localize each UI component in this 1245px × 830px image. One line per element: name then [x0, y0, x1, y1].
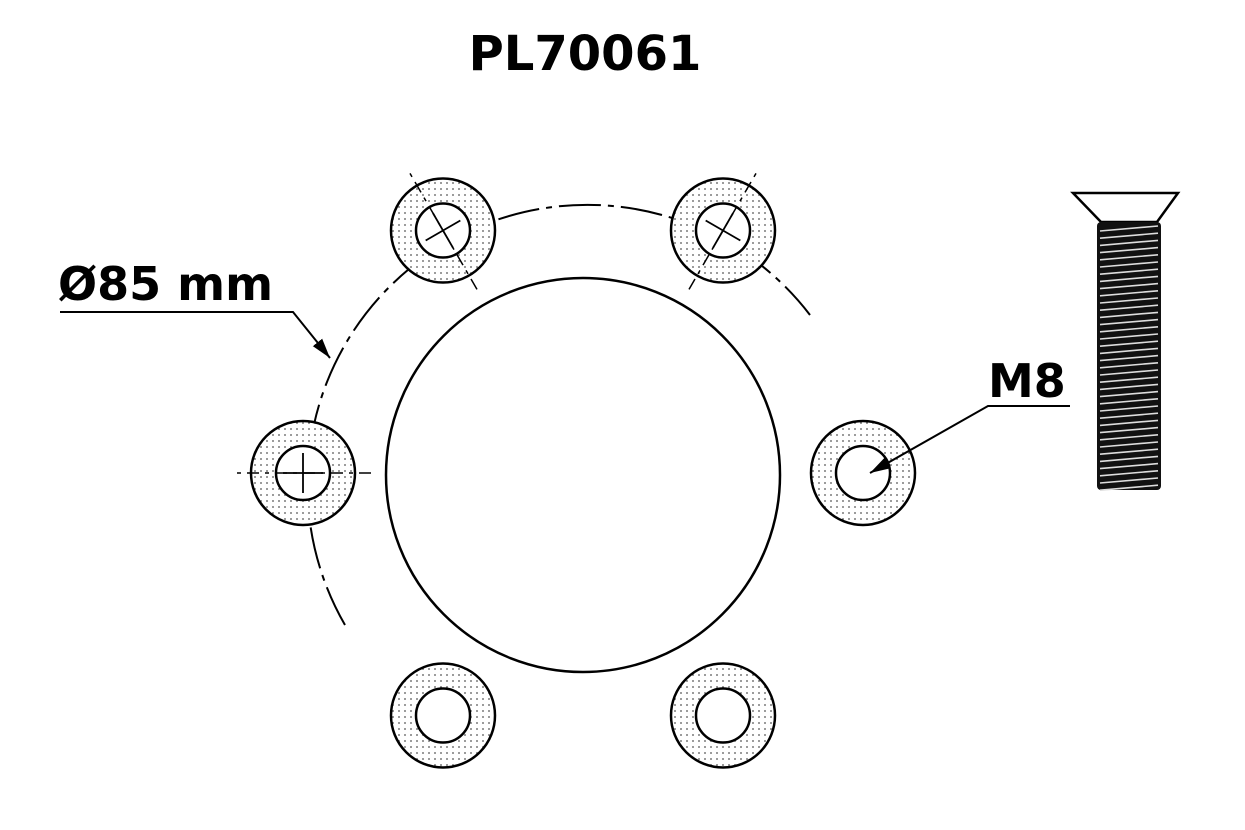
thread-line	[1099, 232, 1159, 239]
thread-line	[1099, 398, 1159, 405]
thread-line	[1099, 282, 1159, 290]
thread-line	[1099, 383, 1159, 391]
washer	[389, 171, 497, 290]
screw-size-label: M8	[988, 354, 1066, 408]
dimension-leader	[60, 311, 331, 359]
thread-line	[1099, 261, 1159, 268]
screw-threads	[1099, 225, 1159, 491]
washer	[235, 419, 371, 527]
washer-hole	[414, 687, 472, 744]
thread-line	[1099, 326, 1159, 333]
screw-shank	[1097, 222, 1161, 490]
thread-line	[1099, 311, 1159, 319]
thread-line	[1099, 318, 1159, 326]
washer-hole	[834, 444, 892, 502]
thread-line	[1099, 362, 1159, 369]
thread-line	[1099, 376, 1159, 383]
thread-line	[1099, 470, 1159, 477]
center-cross	[425, 219, 461, 242]
thread-line	[1099, 390, 1159, 398]
thread-line	[1099, 462, 1159, 470]
washer	[809, 419, 917, 527]
thread-line	[1099, 347, 1159, 355]
screw-size-callout: M8	[869, 354, 1070, 474]
thread-line	[1099, 369, 1159, 376]
thread-line	[1099, 354, 1159, 362]
screw-head	[1070, 191, 1181, 224]
thread-line	[1099, 239, 1159, 247]
thread-line	[1099, 455, 1159, 463]
washer	[389, 662, 497, 769]
drawing-title: PL70061	[469, 26, 702, 82]
thread-line	[1099, 448, 1159, 455]
thread-line	[1099, 225, 1159, 232]
washer-hole	[694, 687, 752, 744]
washer	[669, 171, 777, 290]
thread-line	[1099, 426, 1159, 434]
thread-line	[1099, 333, 1159, 340]
thread-line	[1099, 419, 1159, 427]
center-bore-circle	[384, 276, 782, 674]
thread-line	[1099, 405, 1159, 412]
thread-line	[1099, 441, 1159, 448]
washer-group	[235, 171, 917, 769]
thread-line	[1099, 254, 1159, 261]
washer	[669, 662, 777, 769]
bolt-circle-dimension: Ø85 mm	[58, 257, 331, 359]
center-cross	[705, 219, 741, 242]
thread-line	[1099, 477, 1159, 484]
thread-line	[1099, 412, 1159, 419]
screw-leader	[869, 405, 1070, 474]
thread-line	[1099, 434, 1159, 441]
thread-line	[1099, 268, 1159, 275]
thread-line	[1099, 297, 1159, 304]
thread-line	[1099, 484, 1159, 491]
thread-line	[1099, 275, 1159, 283]
thread-line	[1099, 340, 1159, 347]
countersunk-screw-illustration	[1070, 191, 1181, 491]
thread-line	[1099, 304, 1159, 311]
bolt-circle-label: Ø85 mm	[58, 257, 273, 311]
thread-line	[1099, 246, 1159, 254]
thread-line	[1099, 290, 1159, 297]
